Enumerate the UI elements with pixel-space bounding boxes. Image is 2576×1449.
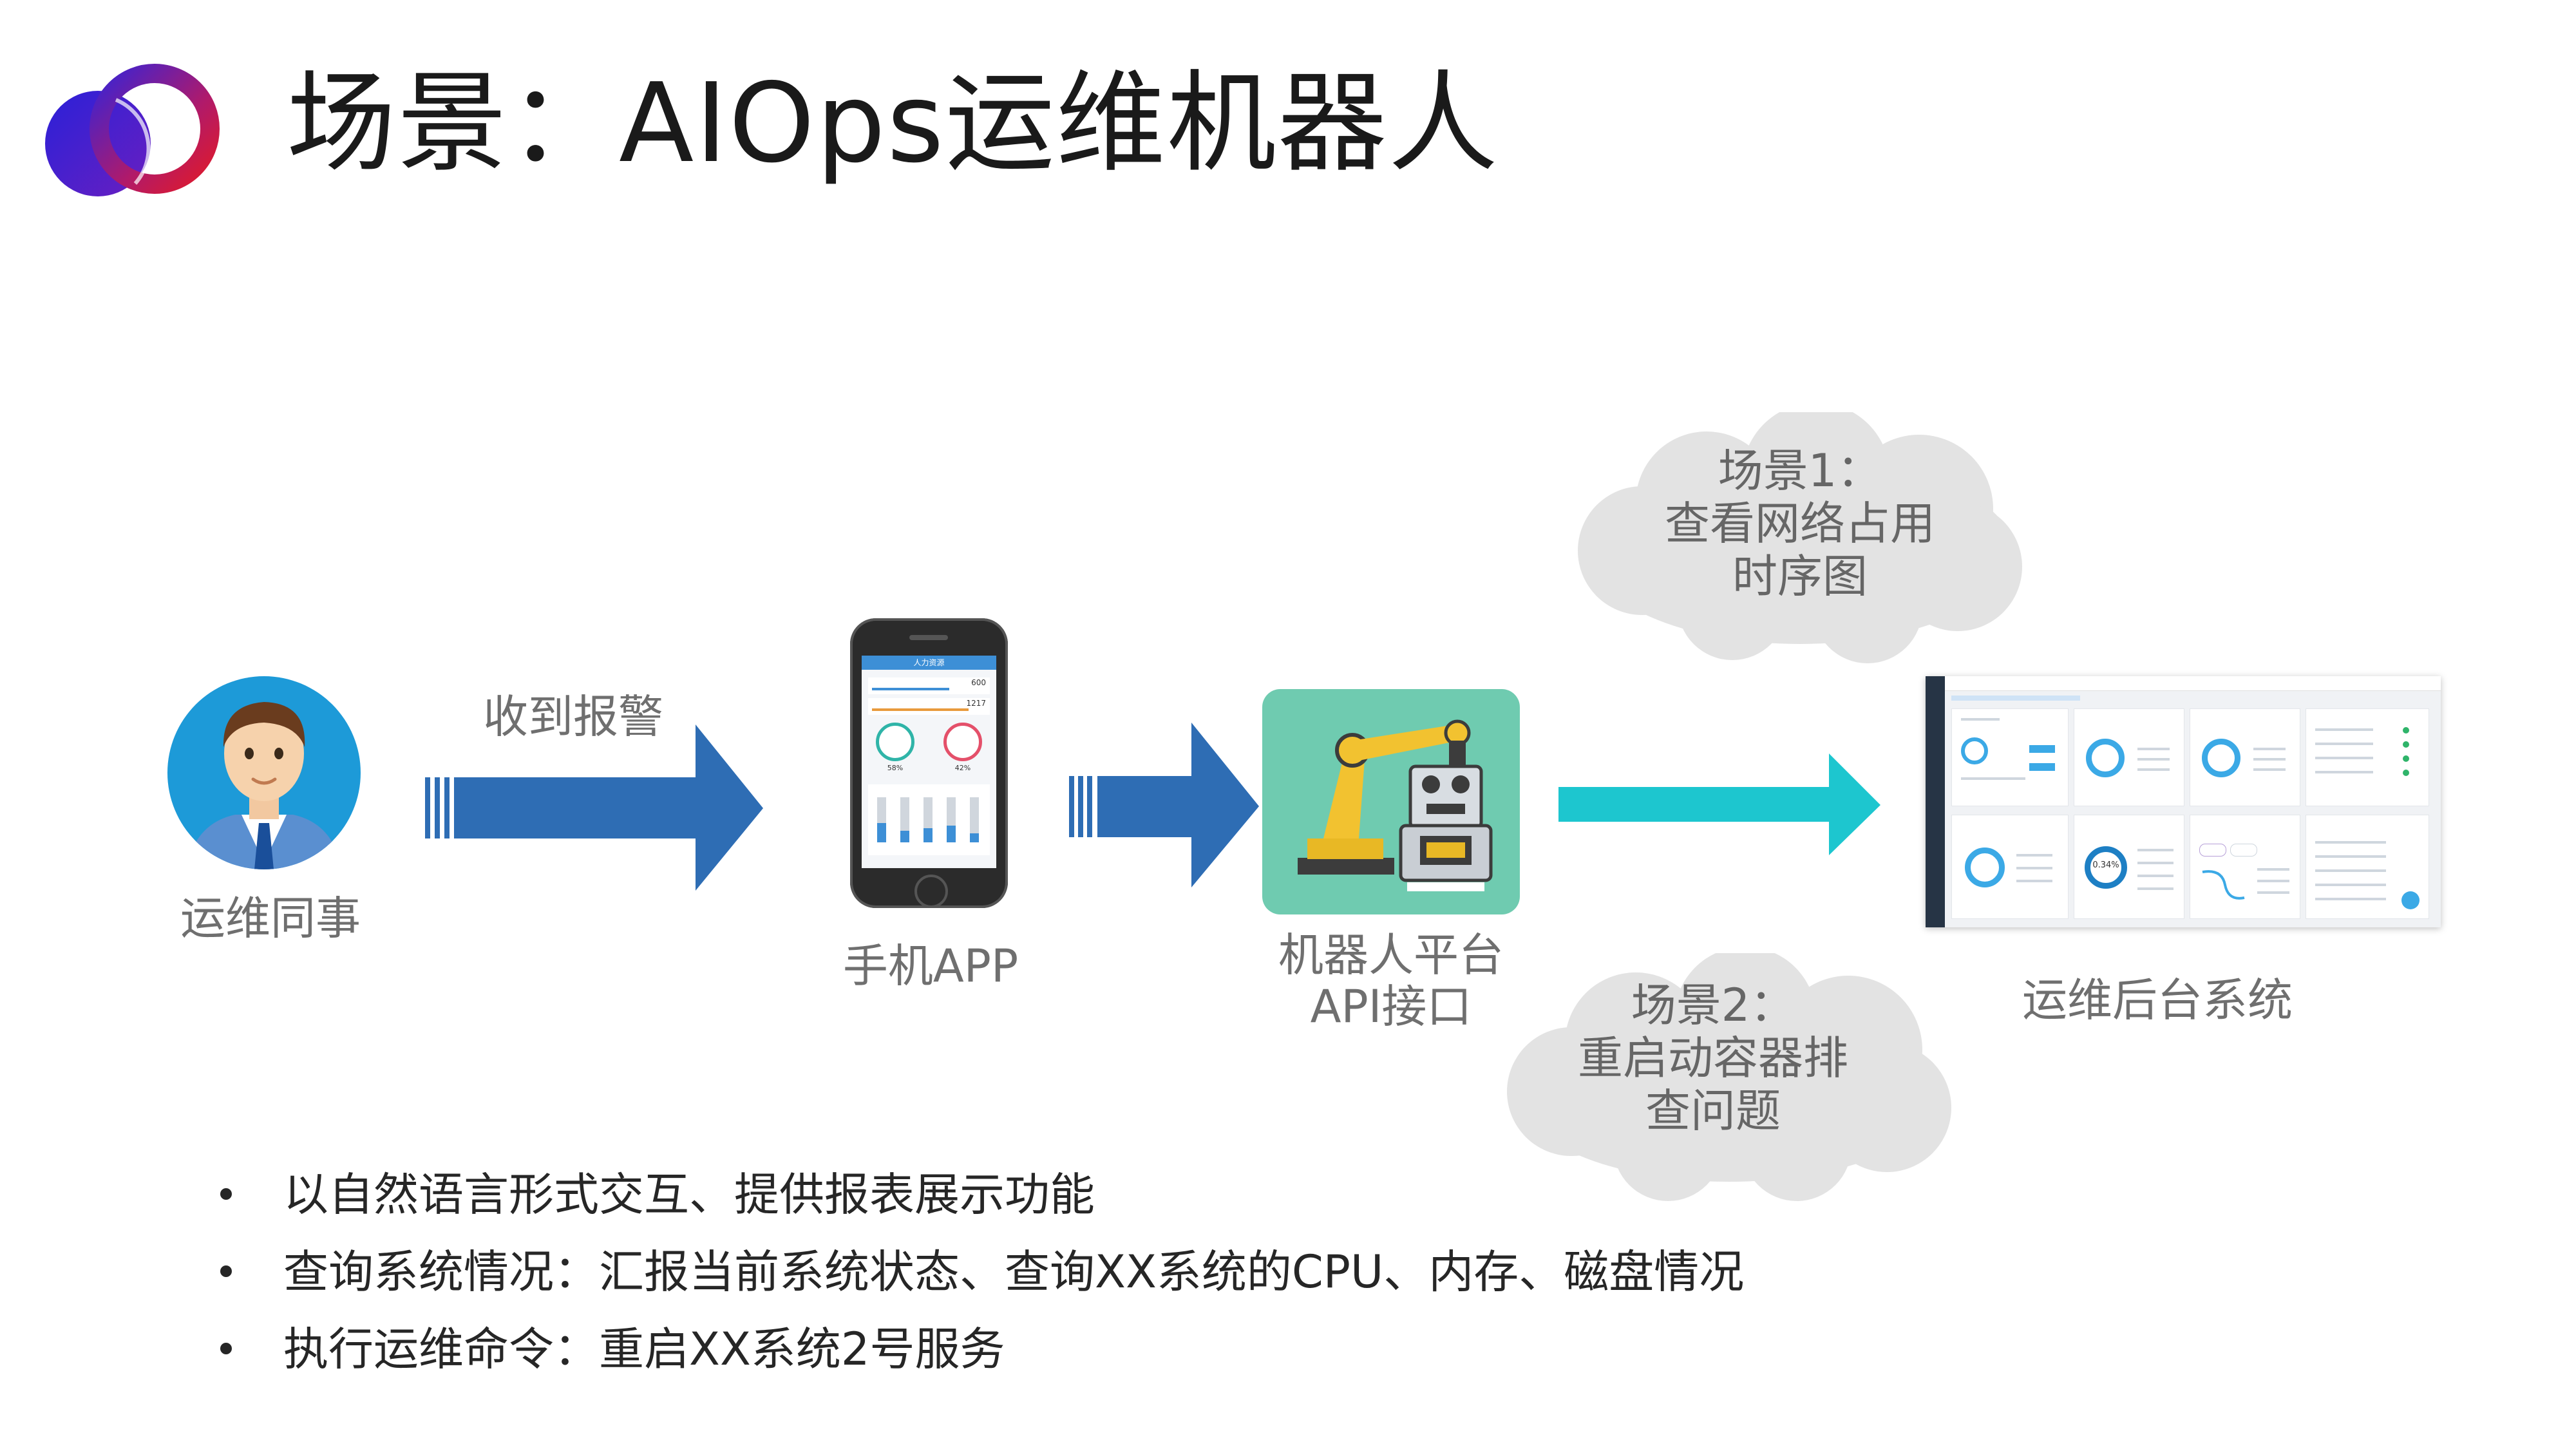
robot-illustration xyxy=(1298,719,1493,891)
phone-app-label: 手机APP xyxy=(842,940,1019,992)
scenario-2-line-3: 查问题 xyxy=(1645,1084,1781,1137)
to-backend-arrow xyxy=(1558,753,1880,855)
phone-screen: 人力资源 600 1217 58% 42% xyxy=(862,656,996,868)
scenario-1-cloud xyxy=(1578,412,2022,663)
scenario-2-line-2: 重启动容器排 xyxy=(1578,1032,1848,1084)
robot-platform-label-2: API接口 xyxy=(1310,980,1472,1033)
dashboard-card xyxy=(2190,708,2300,806)
page-title: 场景：AIOps运维机器人 xyxy=(287,60,1499,187)
dashboard-donut-value: 0.34% xyxy=(2092,860,2119,870)
scenario-1-line-3: 时序图 xyxy=(1732,550,1868,603)
alert-arrow xyxy=(425,724,763,891)
phone-gauge-right-value: 42% xyxy=(954,764,971,772)
colleague-label: 运维同事 xyxy=(180,892,361,945)
person-avatar-icon xyxy=(167,676,361,869)
robot-arm-icon xyxy=(1262,689,1520,914)
bullet-dot xyxy=(220,1265,232,1277)
scenario-1-line-1: 场景1： xyxy=(1718,444,1882,497)
robot-platform-label-1: 机器人平台 xyxy=(1278,929,1504,981)
phone-row-2: 1217 xyxy=(868,698,990,715)
bullet-dot xyxy=(220,1343,232,1354)
scenario-1-line-2: 查看网络占用 xyxy=(1665,497,1935,550)
bullet-item: 执行运维命令：重启XX系统2号服务 xyxy=(213,1311,1744,1388)
bullet-text: 查询系统情况：汇报当前系统状态、查询XX系统的CPU、内存、磁盘情况 xyxy=(283,1245,1745,1298)
scenario-2-line-1: 场景2： xyxy=(1631,979,1795,1032)
phone-row-2-value: 1217 xyxy=(966,699,986,708)
smartphone-icon: 人力资源 600 1217 58% 42% xyxy=(850,618,1008,908)
dashboard-card xyxy=(2074,708,2184,806)
dashboard-card xyxy=(1951,815,2069,919)
to-robot-arrow xyxy=(1069,723,1259,887)
dashboard-card xyxy=(1951,708,2069,806)
bullet-item: 以自然语言形式交互、提供报表展示功能 xyxy=(213,1156,1744,1233)
dashboard-sidebar xyxy=(1926,676,1945,927)
dashboard-card: 0.34% xyxy=(2074,815,2184,919)
phone-gauge-left-value: 58% xyxy=(887,764,904,772)
bullet-text: 以自然语言形式交互、提供报表展示功能 xyxy=(283,1168,1095,1221)
ops-backend-label: 运维后台系统 xyxy=(2022,974,2293,1027)
bullet-dot xyxy=(220,1188,232,1200)
phone-gauge-right xyxy=(943,723,982,761)
scenario-2-cloud xyxy=(1507,953,1951,1201)
bullet-item: 查询系统情况：汇报当前系统状态、查询XX系统的CPU、内存、磁盘情况 xyxy=(213,1233,1744,1311)
phone-home-button xyxy=(914,875,948,908)
bullet-list: 以自然语言形式交互、提供报表展示功能 查询系统情况：汇报当前系统状态、查询XX系… xyxy=(213,1156,1744,1388)
bullet-text: 执行运维命令：重启XX系统2号服务 xyxy=(283,1323,1005,1376)
phone-bars xyxy=(868,784,990,855)
phone-header: 人力资源 xyxy=(862,656,996,670)
dashboard-mini-chart xyxy=(2202,870,2245,900)
phone-speaker xyxy=(909,635,948,640)
alert-edge-label: 收到报警 xyxy=(483,690,663,743)
dashboard-card xyxy=(2306,815,2429,919)
phone-row-1: 600 xyxy=(868,677,990,694)
ops-backend-dashboard: 0.34% xyxy=(1926,676,2441,927)
phone-header-title: 人力资源 xyxy=(913,658,945,667)
brand-logo-icon xyxy=(45,64,220,196)
dashboard-card xyxy=(2190,815,2300,919)
dashboard-card xyxy=(2306,708,2429,806)
phone-row-1-value: 600 xyxy=(971,678,986,687)
phone-gauge-left xyxy=(876,723,914,761)
dashboard-topbar xyxy=(1945,676,2441,691)
